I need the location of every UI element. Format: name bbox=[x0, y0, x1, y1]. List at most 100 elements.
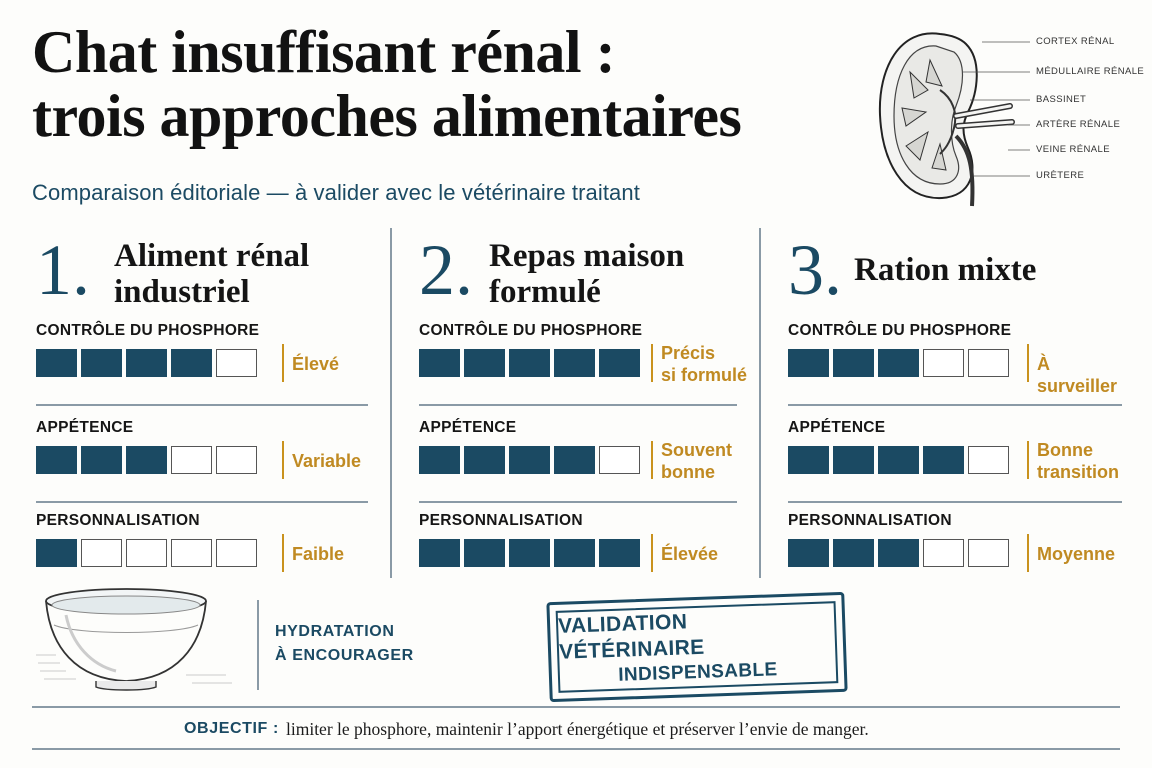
criterion-label: CONTRÔLE DU PHOSPHORE bbox=[36, 322, 260, 339]
criterion-label: CONTRÔLE DU PHOSPHORE bbox=[788, 322, 1012, 339]
rating-segment-filled bbox=[923, 446, 964, 474]
rating-segment-filled bbox=[464, 349, 505, 377]
criterion-value-line-1: Souvent bbox=[661, 440, 733, 460]
rating-segment-filled bbox=[171, 349, 212, 377]
rating-segment-filled bbox=[599, 349, 640, 377]
rating-bars bbox=[788, 446, 1009, 476]
rating-segment-filled bbox=[788, 349, 829, 377]
rating-segment-filled bbox=[36, 539, 77, 567]
rating-bars bbox=[36, 446, 257, 476]
kidney-label-uretere: URÈTERE bbox=[1036, 170, 1085, 181]
rating-segment-filled bbox=[509, 349, 550, 377]
rating-segment-filled bbox=[833, 539, 874, 567]
rating-segment-empty bbox=[81, 539, 122, 567]
criterion-label: PERSONNALISATION bbox=[788, 512, 952, 529]
criterion-label: PERSONNALISATION bbox=[36, 512, 200, 529]
criterion-value: Élevée bbox=[661, 543, 718, 565]
criterion-label: APPÉTENCE bbox=[788, 419, 886, 436]
criterion-label: APPÉTENCE bbox=[36, 419, 134, 436]
kidney-label-medullaire: MÉDULLAIRE RÉNALE bbox=[1036, 66, 1145, 77]
rating-segment-filled bbox=[419, 446, 460, 474]
stamp-line-1: VALIDATION VÉTÉRINAIRE bbox=[557, 610, 706, 664]
objective-text: limiter le phosphore, maintenir l’apport… bbox=[286, 719, 869, 739]
value-accent-line bbox=[651, 441, 653, 479]
value-accent-line bbox=[1027, 534, 1029, 572]
rating-segment-empty bbox=[599, 446, 640, 474]
rating-bars bbox=[419, 539, 640, 569]
rating-segment-filled bbox=[419, 349, 460, 377]
water-bowl-icon bbox=[36, 585, 236, 695]
title-line-2: trois approches alimentaires bbox=[32, 83, 742, 149]
approach-title: Ration mixte bbox=[854, 252, 1036, 288]
approach-number: 3. bbox=[788, 230, 842, 310]
rating-segment-filled bbox=[36, 446, 77, 474]
rating-segment-empty bbox=[923, 349, 964, 377]
criterion-value-line-1: Élevé bbox=[292, 354, 340, 374]
value-accent-line bbox=[1027, 441, 1029, 479]
rating-segment-filled bbox=[788, 539, 829, 567]
footer-bottom-rule bbox=[32, 748, 1120, 750]
page-title: Chat insuffisant rénal : trois approches… bbox=[32, 20, 872, 148]
rating-segment-empty bbox=[126, 539, 167, 567]
title-line-1: Chat insuffisant rénal : bbox=[32, 19, 616, 85]
rating-segment-filled bbox=[788, 446, 829, 474]
criterion-value-line-2: si formulé bbox=[661, 365, 748, 385]
footer-top-rule bbox=[32, 706, 1120, 708]
criterion-value: Moyenne bbox=[1037, 543, 1115, 565]
rating-segment-empty bbox=[968, 539, 1009, 567]
approach-number: 2. bbox=[419, 230, 473, 310]
value-accent-line bbox=[282, 534, 284, 572]
hydration-line-1: HYDRATATION bbox=[275, 623, 395, 640]
rating-segment-empty bbox=[171, 539, 212, 567]
value-accent-line bbox=[282, 344, 284, 382]
stamp-line-2: INDISPENSABLE bbox=[617, 659, 778, 686]
kidney-cross-section-icon bbox=[878, 32, 1015, 207]
rating-bars bbox=[36, 349, 257, 379]
rating-segment-filled bbox=[126, 349, 167, 377]
rating-segment-filled bbox=[464, 539, 505, 567]
validation-stamp: VALIDATION VÉTÉRINAIRE INDISPENSABLE bbox=[546, 591, 848, 703]
rating-bars bbox=[36, 539, 257, 569]
criterion-row: CONTRÔLE DU PHOSPHORE Élevé bbox=[36, 322, 376, 402]
criterion-value: Faible bbox=[292, 543, 344, 565]
rating-segment-empty bbox=[923, 539, 964, 567]
rating-segment-empty bbox=[968, 446, 1009, 474]
hydration-line-2: À ENCOURAGER bbox=[275, 647, 414, 664]
rating-segment-empty bbox=[216, 446, 257, 474]
rating-segment-filled bbox=[419, 539, 460, 567]
criterion-value-line-1: À surveiller bbox=[1037, 354, 1118, 396]
approach-header: 3. Ration mixte bbox=[788, 230, 1128, 320]
rating-segment-filled bbox=[126, 446, 167, 474]
criterion-value-line-1: Précis bbox=[661, 343, 716, 363]
criterion-value: Variable bbox=[292, 450, 361, 472]
criterion-value: À surveiller bbox=[1037, 353, 1128, 397]
value-accent-line bbox=[651, 344, 653, 382]
criterion-value-line-1: Moyenne bbox=[1037, 544, 1116, 564]
criterion-separator bbox=[419, 501, 737, 503]
rating-segment-empty bbox=[171, 446, 212, 474]
criterion-row: PERSONNALISATION Faible bbox=[36, 512, 376, 592]
rating-bars bbox=[788, 539, 1009, 569]
approach-number: 1. bbox=[36, 230, 90, 310]
rating-bars bbox=[419, 446, 640, 476]
criterion-row: CONTRÔLE DU PHOSPHORE À surveiller bbox=[788, 322, 1128, 402]
hydration-divider bbox=[257, 600, 259, 690]
kidney-label-artere: ARTÈRE RÉNALE bbox=[1036, 119, 1121, 130]
approach-title-line-1: Aliment rénal bbox=[114, 238, 310, 274]
kidney-label-veine: VEINE RÉNALE bbox=[1036, 144, 1110, 155]
criterion-value-line-1: Variable bbox=[292, 451, 362, 471]
criterion-value: Élevé bbox=[292, 353, 339, 375]
approach-title-line-2: formulé bbox=[489, 274, 601, 310]
kidney-label-cortex: CORTEX RÉNAL bbox=[1036, 36, 1115, 47]
rating-segment-filled bbox=[833, 349, 874, 377]
rating-segment-filled bbox=[509, 539, 550, 567]
